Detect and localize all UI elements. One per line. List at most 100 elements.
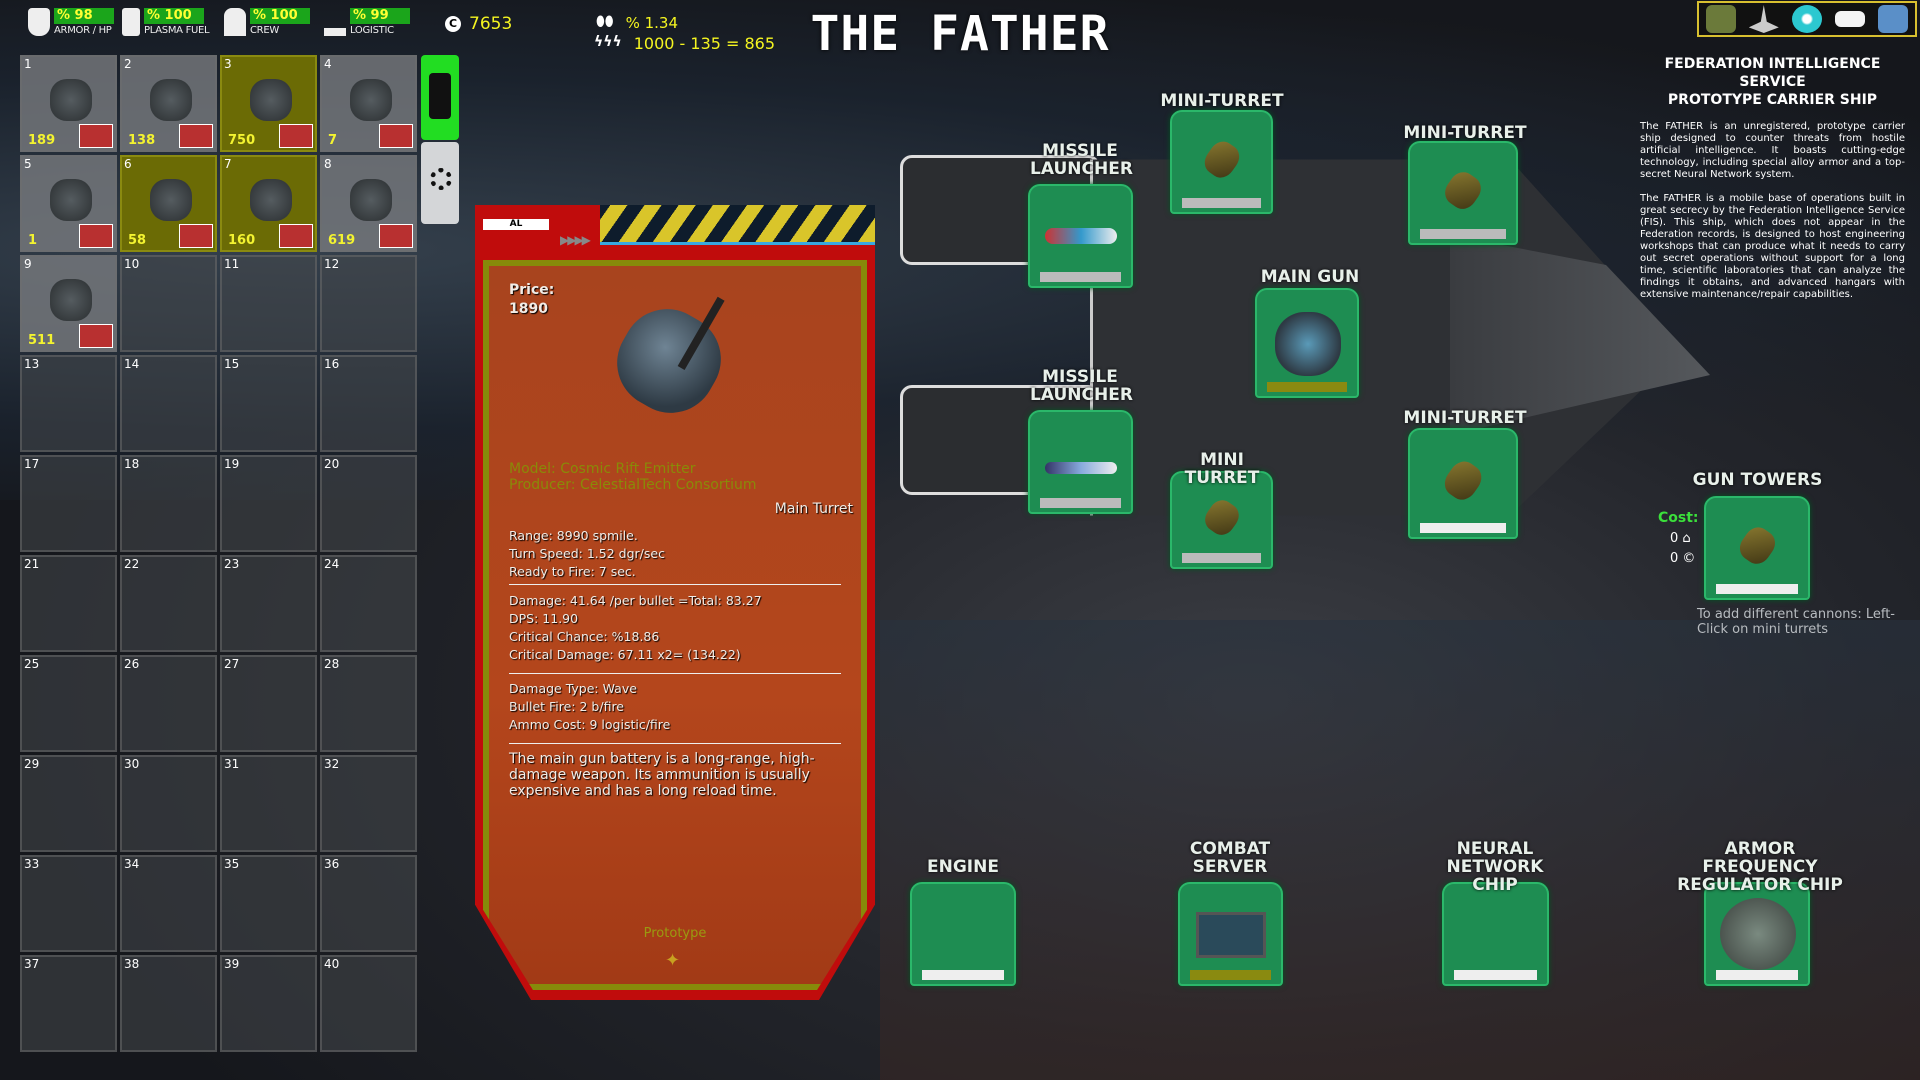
weapon-icon	[150, 179, 192, 221]
weapon-icon	[150, 79, 192, 121]
recycle-icon[interactable]	[279, 224, 313, 248]
inventory-slot[interactable]: 35	[220, 855, 317, 952]
recycle-icon[interactable]	[379, 224, 413, 248]
slot-number: 11	[224, 257, 240, 271]
inventory-slot[interactable]: 25	[20, 655, 117, 752]
ship-silhouette-icon[interactable]	[1835, 11, 1866, 27]
inventory-slot[interactable]: 20	[320, 455, 417, 552]
inventory-slot[interactable]: 27	[220, 655, 317, 752]
inventory-slot[interactable]: 17	[20, 455, 117, 552]
inventory-slot[interactable]: 23	[220, 555, 317, 652]
recycle-icon[interactable]	[179, 224, 213, 248]
inventory-slot[interactable]: 33	[20, 855, 117, 952]
info-title-2: PROTOTYPE CARRIER SHIP	[1667, 92, 1878, 108]
inventory-slot[interactable]: 29	[20, 755, 117, 852]
logistic-value: % 99	[350, 8, 410, 24]
inventory-slot[interactable]: 40	[320, 955, 417, 1052]
server-chip-icon	[1196, 912, 1266, 958]
crane-icon	[324, 8, 346, 36]
inventory-slot[interactable]: 24	[320, 555, 417, 652]
inventory-slot[interactable]: 32	[320, 755, 417, 852]
inventory-slot[interactable]: 10	[120, 255, 217, 352]
inventory-slot[interactable]: 11	[220, 255, 317, 352]
crew-value: % 100	[250, 8, 310, 24]
slot-neural-chip[interactable]	[1442, 882, 1549, 986]
slot-combat-server[interactable]	[1178, 882, 1283, 986]
inventory-slot[interactable]: 39	[220, 955, 317, 1052]
inventory-slot[interactable]: 15	[220, 355, 317, 452]
inventory-slot[interactable]: 36	[320, 855, 417, 952]
slot-mini-turret-right-bottom[interactable]	[1408, 428, 1518, 539]
weapon-icon	[350, 79, 392, 121]
computer-settings-icon[interactable]	[1878, 5, 1909, 33]
tab-weapons[interactable]	[421, 55, 459, 140]
inventory-slot[interactable]: 30	[120, 755, 217, 852]
fighter-icon[interactable]	[1748, 5, 1779, 33]
inventory-slot[interactable]: 26	[120, 655, 217, 752]
slot-gun-towers[interactable]	[1704, 496, 1810, 600]
turret-icon	[1734, 522, 1780, 569]
tab-modules[interactable]	[421, 142, 459, 224]
label-mini-turret-right-top: MINI-TURRET	[1403, 123, 1527, 143]
shield-stat: ⬮⬮ % 1.34	[596, 14, 678, 32]
stat-crit-chance: Critical Chance: %18.86	[509, 629, 660, 644]
inventory-slot[interactable]: 21	[20, 555, 117, 652]
recycle-icon[interactable]	[79, 324, 113, 348]
inventory-slot[interactable]: 37	[20, 955, 117, 1052]
slot-number: 24	[324, 557, 340, 571]
slot-number: 9	[24, 257, 32, 271]
inventory-slot[interactable]: 22	[120, 555, 217, 652]
weapon-icon	[350, 179, 392, 221]
vortex-icon[interactable]	[1791, 5, 1822, 33]
slot-main-gun[interactable]	[1255, 288, 1359, 398]
slot-armor-chip[interactable]	[1704, 882, 1810, 986]
inventory-slot[interactable]: 38	[120, 955, 217, 1052]
inventory-slot[interactable]: 12	[320, 255, 417, 352]
inventory-slot[interactable]: 13	[20, 355, 117, 452]
recycle-icon[interactable]	[79, 224, 113, 248]
inventory-slot[interactable]: 18	[120, 455, 217, 552]
top-menu-icons	[1697, 1, 1917, 37]
pilot-icon[interactable]	[1705, 5, 1736, 33]
recycle-icon[interactable]	[279, 124, 313, 148]
slot-engine[interactable]	[910, 882, 1016, 986]
slot-mini-turret-bottom[interactable]	[1170, 471, 1273, 569]
credits-value: 7653	[469, 14, 513, 34]
recycle-icon[interactable]	[379, 124, 413, 148]
missile-icon	[1045, 228, 1117, 244]
slot-missile-launcher-bottom[interactable]	[1028, 410, 1133, 514]
inventory-slot[interactable]: 34	[120, 855, 217, 952]
slot-number: 23	[224, 557, 240, 571]
slot-number: 31	[224, 757, 240, 771]
recycle-icon[interactable]	[79, 124, 113, 148]
armor-value: % 98	[54, 8, 114, 24]
credits-icon: ©	[1682, 551, 1696, 566]
item-count: 750	[228, 133, 256, 148]
inventory-slot[interactable]: 28	[320, 655, 417, 752]
slot-missile-launcher-top[interactable]	[1028, 184, 1133, 288]
inventory-slot[interactable]: 31	[220, 755, 317, 852]
inventory-slot[interactable]: 16	[320, 355, 417, 452]
slot-number: 19	[224, 457, 240, 471]
slot-mini-turret-top[interactable]	[1170, 110, 1273, 214]
slot-number: 20	[324, 457, 340, 471]
inventory-slot[interactable]: 14	[120, 355, 217, 452]
recycle-icon[interactable]	[179, 124, 213, 148]
stat-ready: Ready to Fire: 7 sec.	[509, 564, 636, 579]
stat-ammo-cost: Ammo Cost: 9 logistic/fire	[509, 717, 671, 732]
slot-number: 39	[224, 957, 240, 971]
slot-number: 29	[24, 757, 40, 771]
slot-mini-turret-right-top[interactable]	[1408, 141, 1518, 245]
inventory-slot[interactable]: 19	[220, 455, 317, 552]
gun-towers-label: GUN TOWERS	[1692, 470, 1823, 490]
